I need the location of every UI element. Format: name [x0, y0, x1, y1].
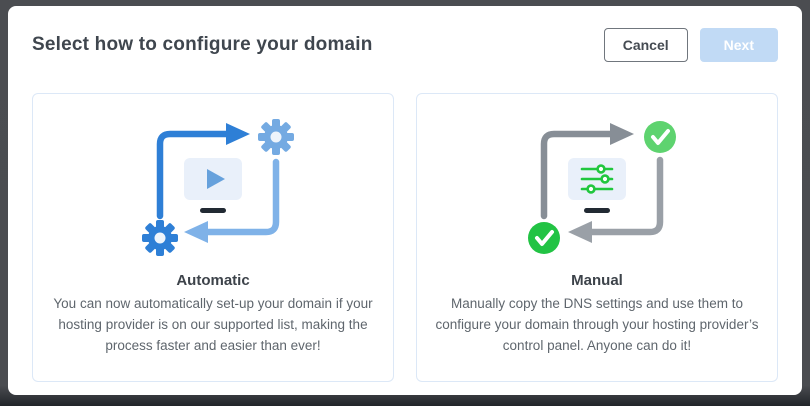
cycle-arrow-up-icon — [540, 123, 634, 220]
dialog-header: Select how to configure your domain Canc… — [32, 6, 778, 62]
option-description: You can now automatically set-up your do… — [53, 296, 373, 353]
page-title: Select how to configure your domain — [32, 34, 373, 55]
gear-icon — [258, 119, 294, 155]
option-card-automatic[interactable]: Automatic You can now automatically set-… — [32, 93, 394, 382]
gear-icon — [142, 220, 178, 256]
next-button[interactable]: Next — [699, 28, 778, 62]
option-card-manual[interactable]: Manual Manually copy the DNS settings an… — [416, 93, 778, 382]
manual-cycle-illustration — [528, 121, 676, 254]
play-media-icon — [184, 158, 242, 213]
sliders-icon — [568, 158, 626, 213]
option-description: Manually copy the DNS settings and use t… — [435, 296, 759, 353]
option-title: Automatic — [176, 272, 250, 289]
cycle-arrow-up-icon — [156, 123, 250, 220]
check-circle-icon — [644, 121, 676, 153]
configure-domain-dialog: Select how to configure your domain Canc… — [8, 6, 802, 395]
check-circle-icon — [528, 222, 560, 254]
header-actions: Cancel Next — [603, 28, 778, 62]
option-title: Manual — [571, 272, 623, 289]
options-container: Automatic You can now automatically set-… — [32, 93, 778, 382]
cancel-button[interactable]: Cancel — [603, 28, 688, 62]
cycle-arrow-down-icon — [184, 158, 280, 243]
cycle-arrow-down-icon — [568, 156, 664, 243]
automatic-cycle-illustration — [142, 119, 294, 256]
